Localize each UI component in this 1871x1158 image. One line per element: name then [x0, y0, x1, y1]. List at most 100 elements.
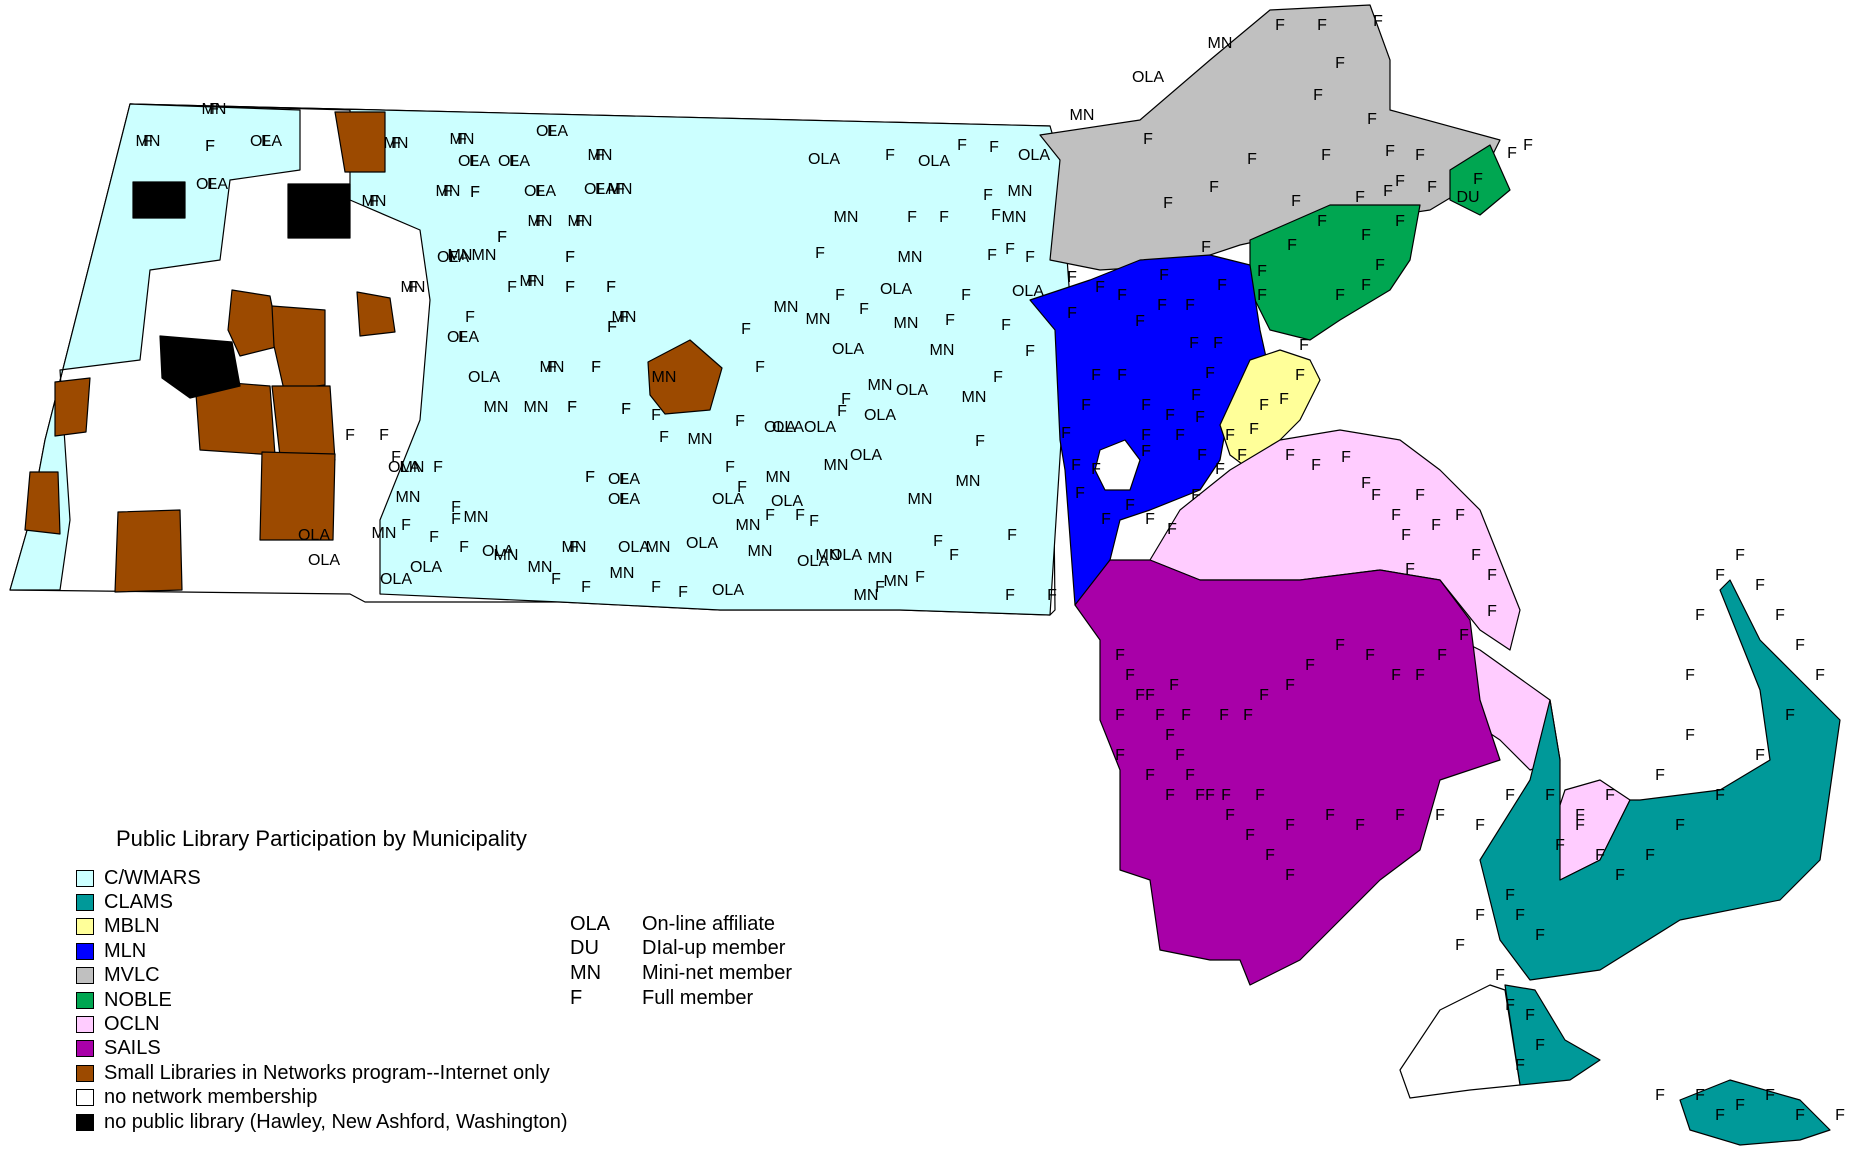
town-label: OLA [608, 491, 640, 508]
town-label: F [1795, 637, 1805, 654]
town-label: F [1275, 17, 1285, 34]
town-label: OLA [524, 183, 556, 200]
town-label: F [859, 301, 869, 318]
town-label: F [1675, 817, 1685, 834]
town-label: F [1285, 867, 1295, 884]
town-label: F [1375, 257, 1385, 274]
town-label: F [1189, 335, 1199, 352]
town-label: F [1335, 637, 1345, 654]
legend-item: CLAMS [76, 890, 568, 914]
town-label: DU [1456, 189, 1479, 206]
town-label: MN [401, 279, 426, 296]
town-label: F [1795, 1107, 1805, 1124]
town-label: F [907, 209, 917, 226]
town-label: OLA [850, 447, 882, 464]
town-label: OLA [250, 133, 282, 150]
town-label: F [1001, 317, 1011, 334]
legend-label: CLAMS [104, 891, 173, 914]
town-label: F [1295, 367, 1305, 384]
town-label: OLA [298, 527, 330, 544]
town-label: F [1335, 55, 1345, 72]
town-label: F [1145, 687, 1155, 704]
town-label: F [585, 469, 595, 486]
town-label: MN [520, 273, 545, 290]
town-label: F [621, 401, 631, 418]
town-label: F [1391, 667, 1401, 684]
town-label: F [606, 279, 616, 296]
town-label: F [961, 287, 971, 304]
town-label: F [1335, 287, 1345, 304]
legend-swatch [76, 869, 94, 887]
town-label: F [875, 579, 885, 596]
town-label: OLA [764, 419, 796, 436]
town-label: F [1475, 907, 1485, 924]
town-label: MN [766, 469, 791, 486]
town-label: F [1169, 677, 1179, 694]
town-label: F [1175, 427, 1185, 444]
town-label: F [1025, 249, 1035, 266]
town-label: MN [1002, 209, 1027, 226]
town-label: F [1405, 561, 1415, 578]
town-label: F [1373, 13, 1383, 30]
town-label: OLA [447, 329, 479, 346]
town-label: F [755, 359, 765, 376]
town-label: MN [956, 473, 981, 490]
town-label: F [1395, 173, 1405, 190]
town-label: F [1361, 277, 1371, 294]
town-label: F [369, 193, 379, 210]
town-label: MN [1008, 183, 1033, 200]
town-label: F [567, 399, 577, 416]
town-label: OLA [804, 419, 836, 436]
town-label: F [1435, 807, 1445, 824]
town-label: OLA [832, 341, 864, 358]
town-label: F [1287, 237, 1297, 254]
town-label: MN [610, 565, 635, 582]
town-label: F [507, 279, 517, 296]
town-label: F [1165, 407, 1175, 424]
town-label: F [1259, 687, 1269, 704]
town-label: F [1385, 143, 1395, 160]
town-label: F [547, 359, 557, 376]
town-label: F [1191, 487, 1201, 504]
town-label: F [795, 507, 805, 524]
town-label: F [1047, 587, 1057, 604]
town-label: F [1101, 511, 1111, 528]
town-label: F [401, 517, 411, 534]
town-label: MN [612, 309, 637, 326]
town-label: OLA [608, 471, 640, 488]
town-label: MN [868, 377, 893, 394]
town-label: MN [524, 399, 549, 416]
town-label: F [1067, 269, 1077, 286]
town-label: F [345, 427, 355, 444]
town-label: OLA [772, 419, 804, 436]
town-label: OLA [797, 553, 829, 570]
town-label: F [993, 369, 1003, 386]
town-label: F [1115, 707, 1125, 724]
town-label: F [619, 471, 629, 488]
code-meaning: DIal-up member [642, 937, 786, 960]
legend-item: SAILS [76, 1037, 568, 1061]
town-label: F [391, 449, 401, 466]
town-label: OLA [830, 547, 862, 564]
town-label: F [1775, 607, 1785, 624]
town-label: F [1081, 397, 1091, 414]
town-label: F [451, 511, 461, 528]
town-label: F [575, 213, 585, 230]
town-label: OLA [410, 559, 442, 576]
town-label: F [591, 359, 601, 376]
town-label: F [1735, 1097, 1745, 1114]
noble-east-region [1449, 144, 1511, 216]
town-label: MN [962, 389, 987, 406]
town-label: F [1125, 667, 1135, 684]
town-label: F [815, 245, 825, 262]
town-label: F [1505, 787, 1515, 804]
town-label: F [606, 279, 616, 296]
town-label: F [1755, 747, 1765, 764]
town-label: F [469, 153, 479, 170]
town-label: F [595, 181, 605, 198]
town-label: F [458, 329, 468, 346]
town-label: F [408, 279, 418, 296]
legend-swatch [76, 991, 94, 1009]
